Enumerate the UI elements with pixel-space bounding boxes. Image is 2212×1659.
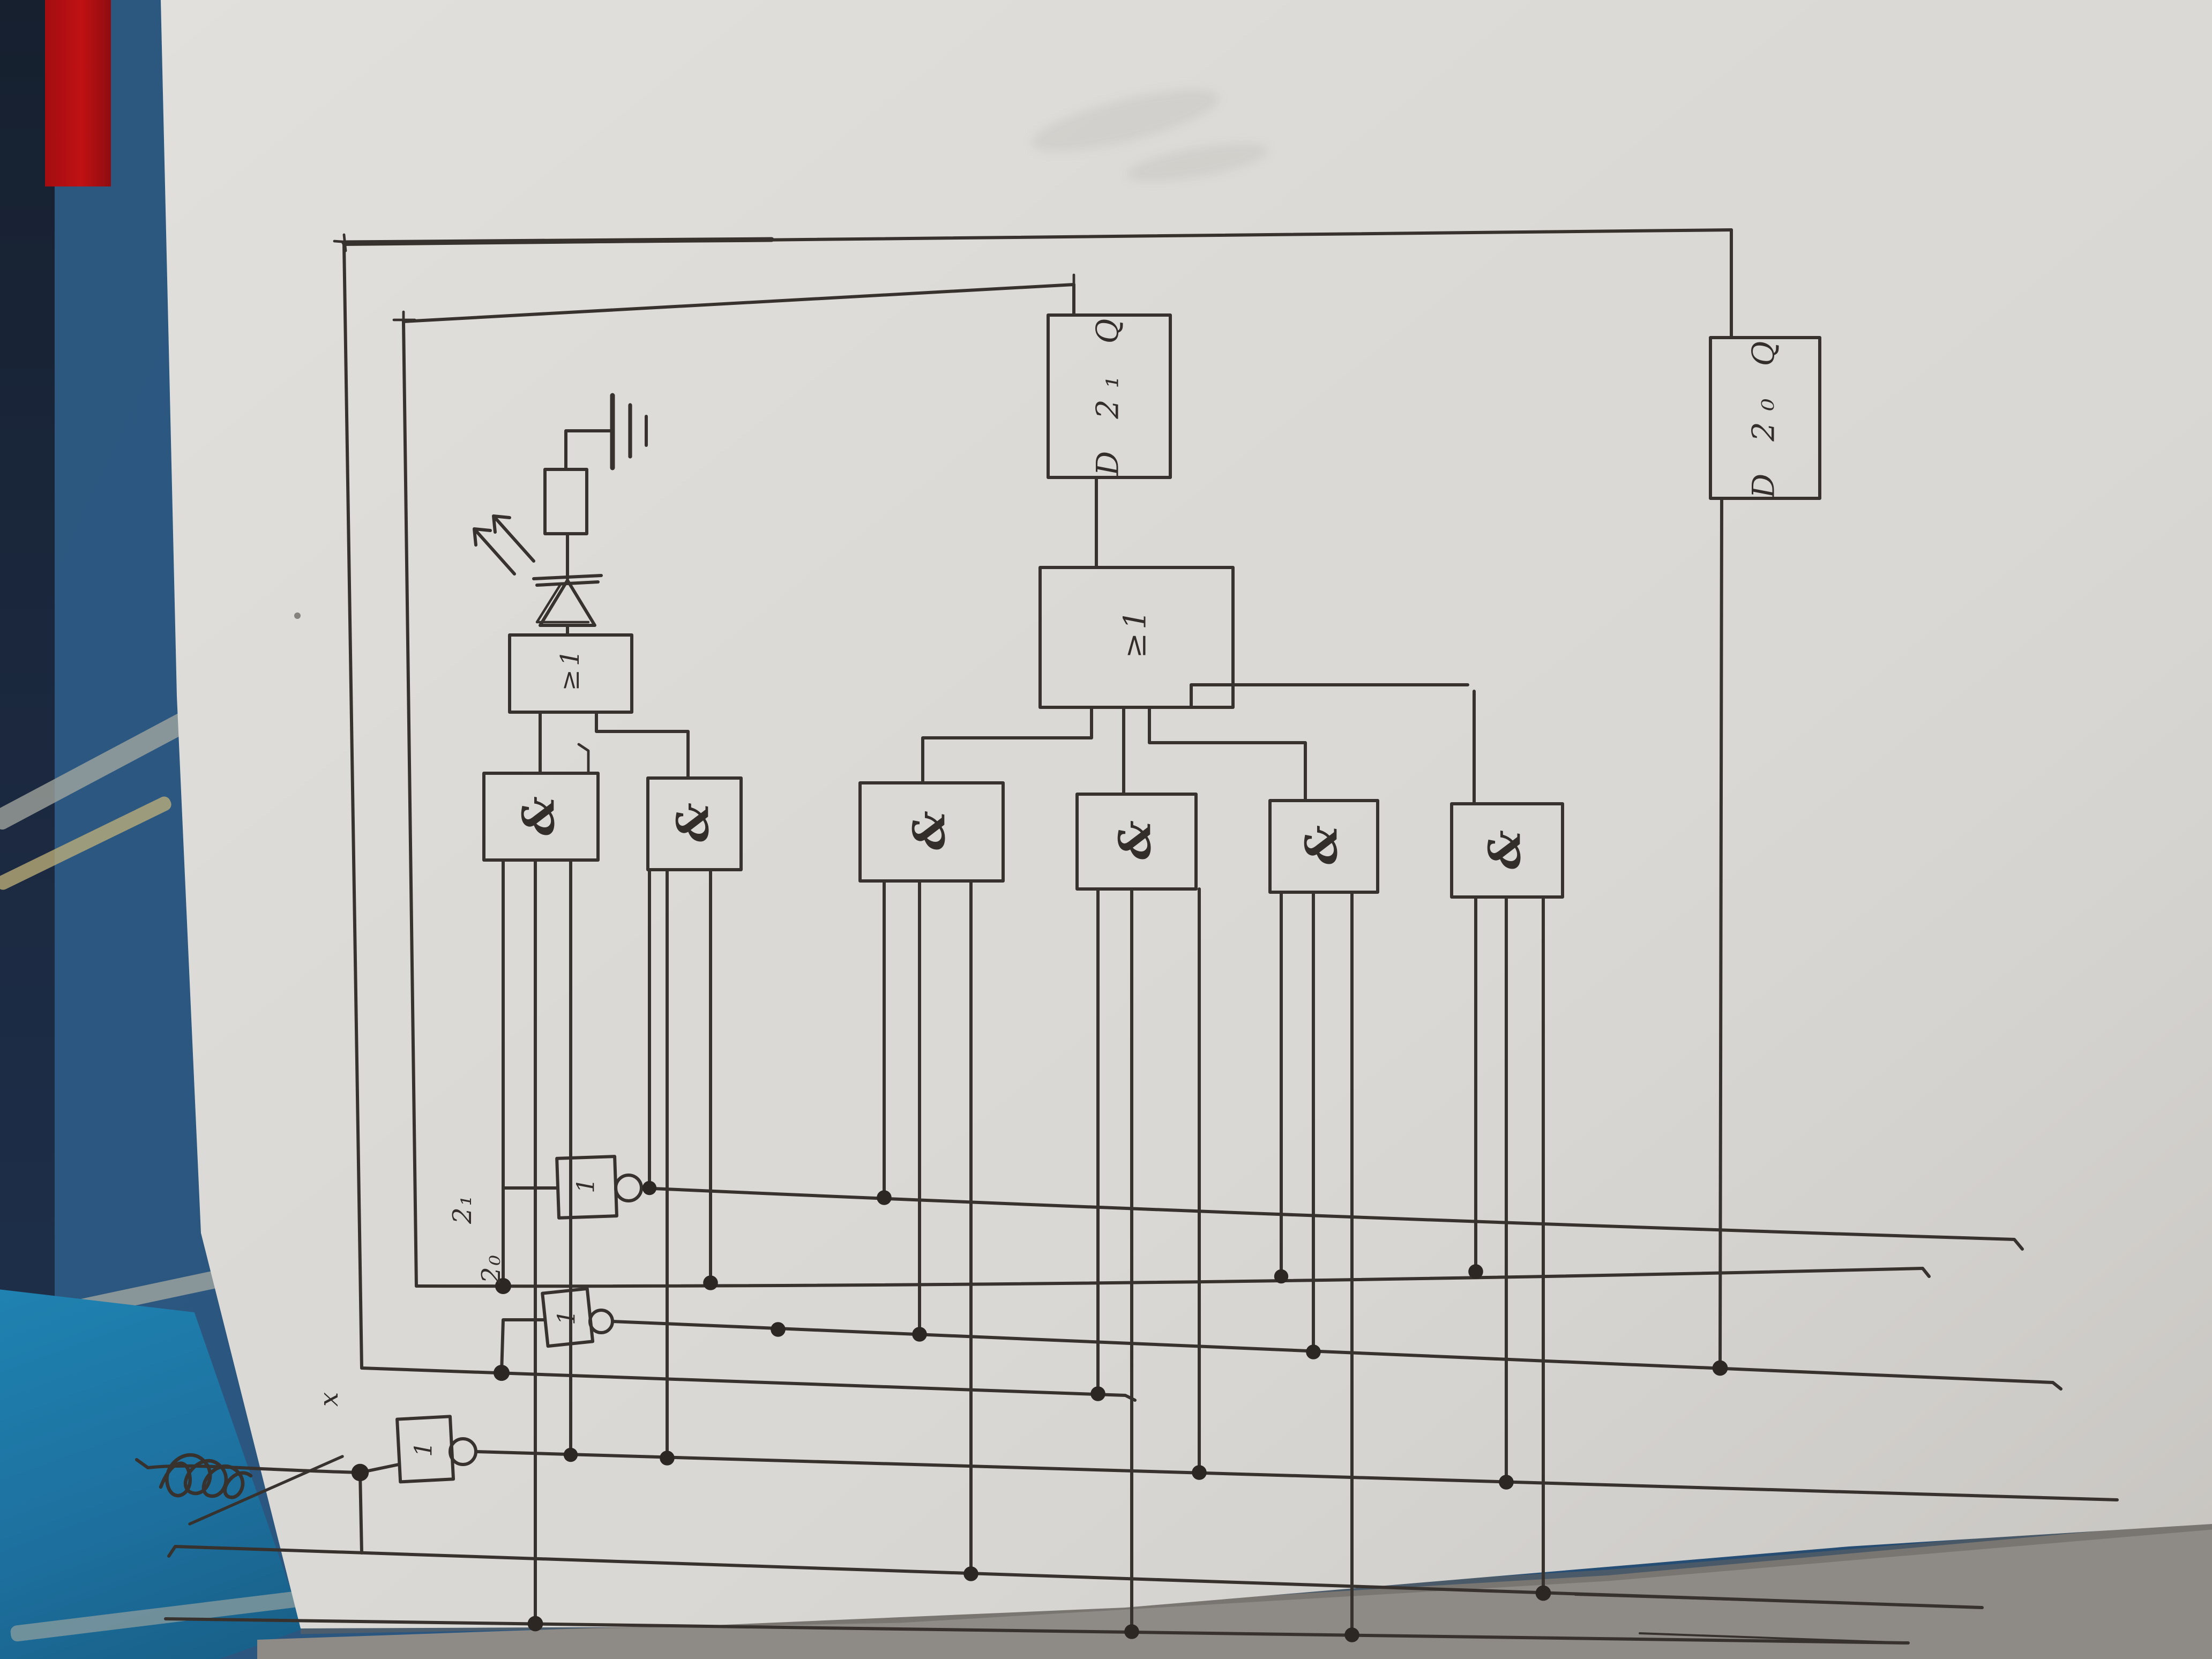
and5-box bbox=[1268, 799, 1379, 894]
signal-bit0-label: 2₀ bbox=[476, 1253, 506, 1283]
switch-scribble bbox=[159, 1453, 253, 1499]
junction-dot bbox=[703, 1275, 718, 1290]
wire-q0-left bbox=[342, 243, 363, 1370]
wire-and5-out bbox=[1148, 706, 1307, 802]
wire-overdraw bbox=[341, 237, 774, 245]
junction-dot bbox=[1306, 1344, 1321, 1359]
junction-dot bbox=[877, 1190, 892, 1205]
junction-dot bbox=[494, 1365, 510, 1381]
red-object bbox=[45, 0, 111, 186]
wire-q1-left bbox=[402, 320, 418, 1288]
and5-label: & bbox=[1298, 825, 1348, 865]
dff-bit1-box bbox=[1047, 313, 1172, 479]
wire-resistor-to-ground bbox=[564, 429, 614, 471]
led-arrow-2 bbox=[473, 527, 516, 576]
dff-bit0-label: D 2₀ Q bbox=[1746, 330, 1782, 498]
and2-box bbox=[646, 776, 743, 871]
wire-and2-out bbox=[595, 711, 690, 780]
junction-dot bbox=[1192, 1465, 1207, 1480]
or-led-label: ≥1 bbox=[555, 646, 585, 691]
junction-dot bbox=[1468, 1264, 1483, 1279]
and4-box bbox=[1075, 793, 1198, 891]
inverter1-label: 1 bbox=[571, 1178, 601, 1193]
wire-and3-out bbox=[921, 706, 1093, 784]
led-arrow-1 bbox=[492, 514, 535, 563]
bus-bottom-double bbox=[1639, 1632, 1909, 1644]
paper-tone bbox=[161, 0, 2212, 1628]
and1-label: & bbox=[515, 796, 565, 836]
signal-bit1-label: 2₁ bbox=[447, 1194, 477, 1224]
or-gate-led-box bbox=[508, 633, 633, 714]
junction-dot bbox=[1712, 1360, 1728, 1376]
bus-x-double bbox=[1574, 1594, 1983, 1609]
and2-label: & bbox=[669, 802, 720, 842]
wire-and6-out bbox=[1190, 683, 1476, 805]
wire-inv2-in bbox=[500, 1318, 547, 1374]
ink-speck bbox=[294, 612, 301, 619]
and3-box bbox=[858, 781, 1005, 883]
and3-label: & bbox=[906, 810, 956, 850]
dff-bit0-box bbox=[1709, 336, 1821, 500]
or-gate-main-box bbox=[1038, 566, 1235, 709]
junction-dot bbox=[660, 1451, 675, 1466]
junction-dot bbox=[1499, 1475, 1514, 1490]
bus-q0 bbox=[360, 1366, 1137, 1402]
led-triangle bbox=[539, 579, 596, 627]
pen-stub bbox=[577, 743, 590, 775]
bus-not-x bbox=[474, 1450, 2119, 1501]
wire-dff0-input bbox=[1718, 497, 1723, 1370]
junction-dot bbox=[1124, 1624, 1139, 1639]
bus-not-q1 bbox=[640, 1186, 2024, 1251]
junction-dots bbox=[294, 612, 1728, 1642]
or-main-label: ≥1 bbox=[1118, 607, 1154, 659]
bus-q1 bbox=[415, 1267, 1931, 1288]
inverter2-label: 1 bbox=[552, 1310, 581, 1325]
bus-not-q0 bbox=[611, 1320, 2062, 1391]
junction-dot bbox=[642, 1180, 657, 1195]
and1-box bbox=[482, 772, 600, 862]
junction-dot-x bbox=[351, 1463, 369, 1482]
junction-dot bbox=[495, 1278, 511, 1294]
junction-dot bbox=[1274, 1269, 1289, 1284]
junction-dot bbox=[912, 1327, 927, 1342]
junction-dot bbox=[563, 1447, 578, 1462]
junction-dot bbox=[1090, 1386, 1105, 1401]
junction-dot bbox=[771, 1322, 786, 1337]
junction-dot bbox=[1344, 1627, 1359, 1642]
junction-dot bbox=[1535, 1585, 1551, 1601]
corner-overshoot bbox=[392, 273, 1075, 331]
junction-dot bbox=[963, 1566, 978, 1581]
bus-bottom bbox=[164, 1617, 1910, 1645]
and6-label: & bbox=[1481, 829, 1531, 870]
switch-scribble-tail bbox=[188, 1455, 344, 1526]
wire-x-branch bbox=[358, 1471, 363, 1555]
dff-bit1-label: D 2₁ Q bbox=[1090, 307, 1126, 476]
signal-x-label: x bbox=[313, 1390, 344, 1407]
junction-dot bbox=[527, 1616, 543, 1632]
led-triangle-overdraw bbox=[535, 582, 590, 624]
and4-label: & bbox=[1111, 820, 1162, 860]
inverter3-label: 1 bbox=[409, 1441, 438, 1457]
wire-q1-top bbox=[402, 283, 1075, 323]
corner-overshoot bbox=[333, 233, 358, 252]
